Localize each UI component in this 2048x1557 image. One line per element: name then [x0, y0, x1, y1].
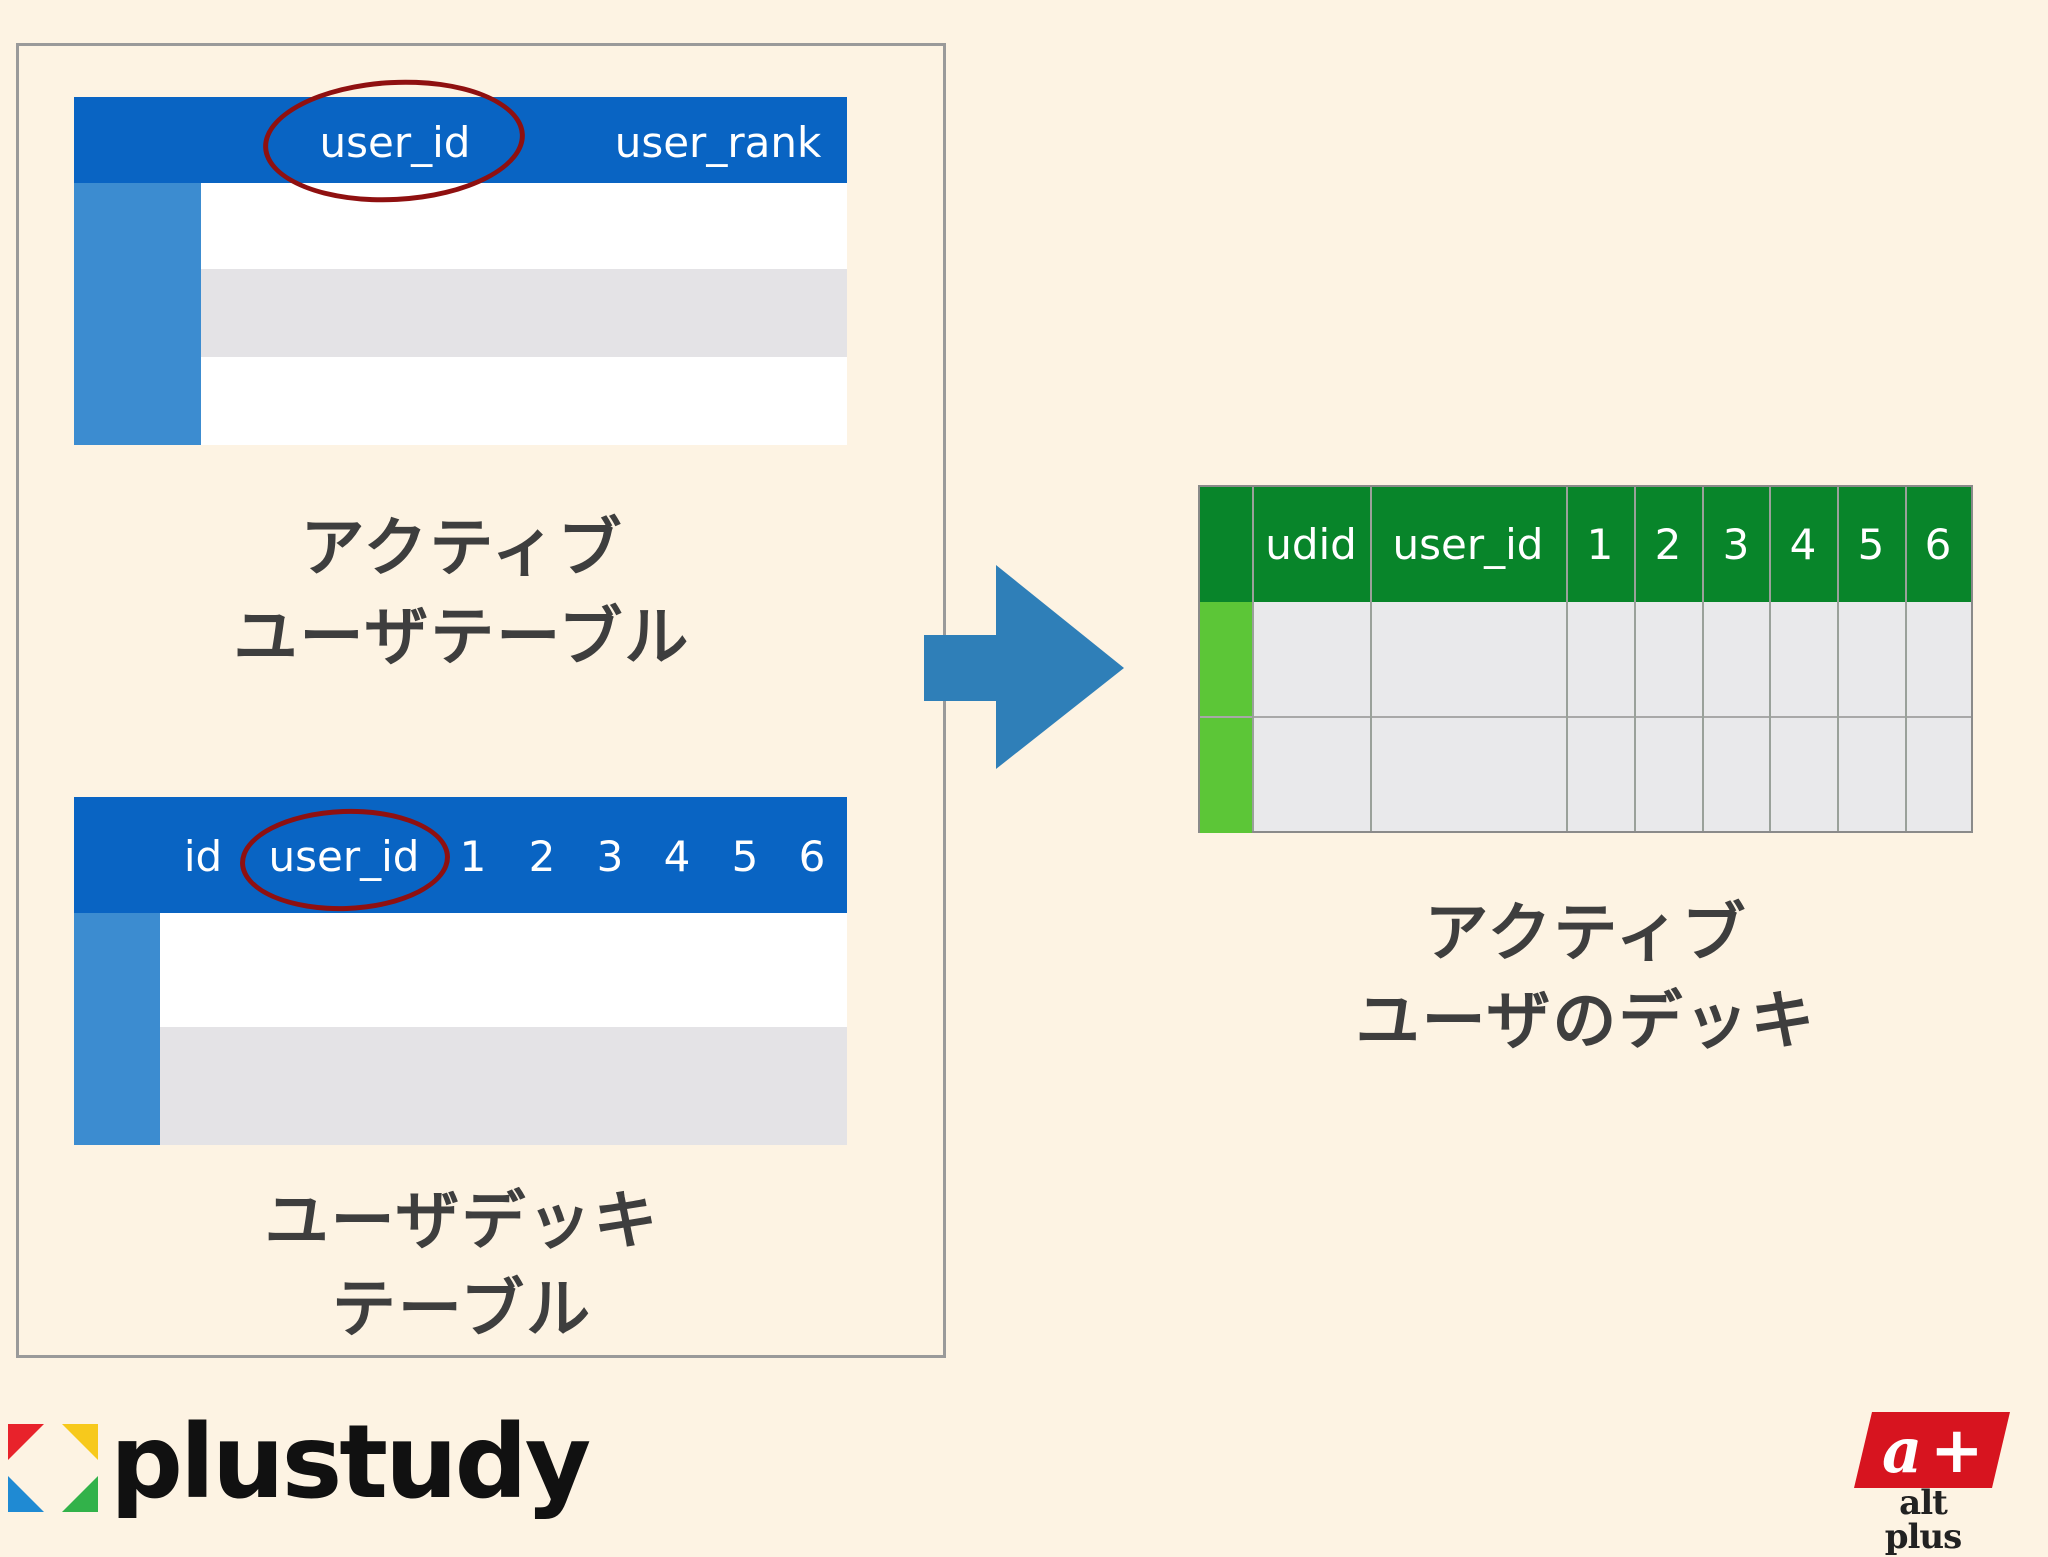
- column-header-4: 4: [663, 832, 691, 881]
- user-deck-table-caption-line2: テーブル: [331, 1273, 593, 1347]
- table-row-marker: [74, 183, 201, 445]
- active-user-deck-table: udid user_id 1 2 3 4 5 6: [1198, 485, 1973, 833]
- column-divider: [1252, 487, 1254, 831]
- logo-square-blue: [8, 1476, 44, 1512]
- column-header-user-rank: user_rank: [614, 118, 822, 167]
- table-row: [160, 1027, 847, 1145]
- column-header-user-id: user_id: [268, 832, 420, 881]
- right-arrow-icon: [924, 565, 1124, 769]
- svg-text:a: a: [1882, 1414, 1922, 1487]
- table-header: [74, 797, 847, 913]
- column-header-5: 5: [1857, 520, 1885, 569]
- svg-text:+: +: [1930, 1414, 1984, 1488]
- table-header: [1200, 487, 1971, 602]
- column-header-3: 3: [596, 832, 624, 881]
- table-row: [160, 913, 847, 1027]
- column-header-5: 5: [731, 832, 759, 881]
- active-user-table-caption-line1: アクティブ: [300, 512, 624, 586]
- column-divider: [1566, 487, 1568, 831]
- column-header-6: 6: [1924, 520, 1952, 569]
- column-header-udid: udid: [1265, 520, 1357, 569]
- column-header-2: 2: [528, 832, 556, 881]
- plustudy-wordmark: plustudy: [110, 1403, 591, 1522]
- column-divider: [1370, 487, 1372, 831]
- table-row: [201, 357, 847, 445]
- table-row-marker: [1200, 602, 1252, 717]
- column-header-4: 4: [1789, 520, 1817, 569]
- column-header-id: id: [183, 832, 223, 881]
- column-header-user-id: user_id: [1392, 520, 1544, 569]
- user-deck-table-caption-line1: ユーザデッキ: [264, 1185, 660, 1259]
- active-user-table: user_id user_rank: [74, 97, 847, 445]
- plustudy-logo: [8, 1420, 568, 1520]
- column-header-user-id: user_id: [319, 118, 471, 167]
- table-row-marker: [1200, 718, 1252, 833]
- user-deck-table: id user_id 1 2 3 4 5 6: [74, 797, 847, 1145]
- altplus-logo-mark: a +: [1854, 1412, 2010, 1488]
- column-divider: [1769, 487, 1771, 831]
- active-user-deck-caption-line1: アクティブ: [1424, 897, 1748, 971]
- column-header-6: 6: [798, 832, 826, 881]
- active-user-deck-caption-line2: ユーザのデッキ: [1355, 985, 1817, 1059]
- table-header: [74, 97, 847, 183]
- column-divider: [1905, 487, 1907, 831]
- column-header-2: 2: [1654, 520, 1682, 569]
- altplus-wordmark: alt plus: [1884, 1483, 1963, 1557]
- table-row: [201, 269, 847, 357]
- logo-square-red: [8, 1424, 44, 1460]
- table-row-marker: [74, 913, 160, 1145]
- logo-square-green: [62, 1476, 98, 1512]
- column-divider: [1702, 487, 1704, 831]
- table-row: [201, 183, 847, 269]
- row-divider: [1200, 716, 1971, 718]
- column-header-3: 3: [1722, 520, 1750, 569]
- logo-square-yellow: [62, 1424, 98, 1460]
- column-divider: [1837, 487, 1839, 831]
- column-divider: [1634, 487, 1636, 831]
- column-header-1: 1: [1586, 520, 1614, 569]
- active-user-table-caption-line2: ユーザテーブル: [233, 601, 691, 675]
- column-header-1: 1: [459, 832, 487, 881]
